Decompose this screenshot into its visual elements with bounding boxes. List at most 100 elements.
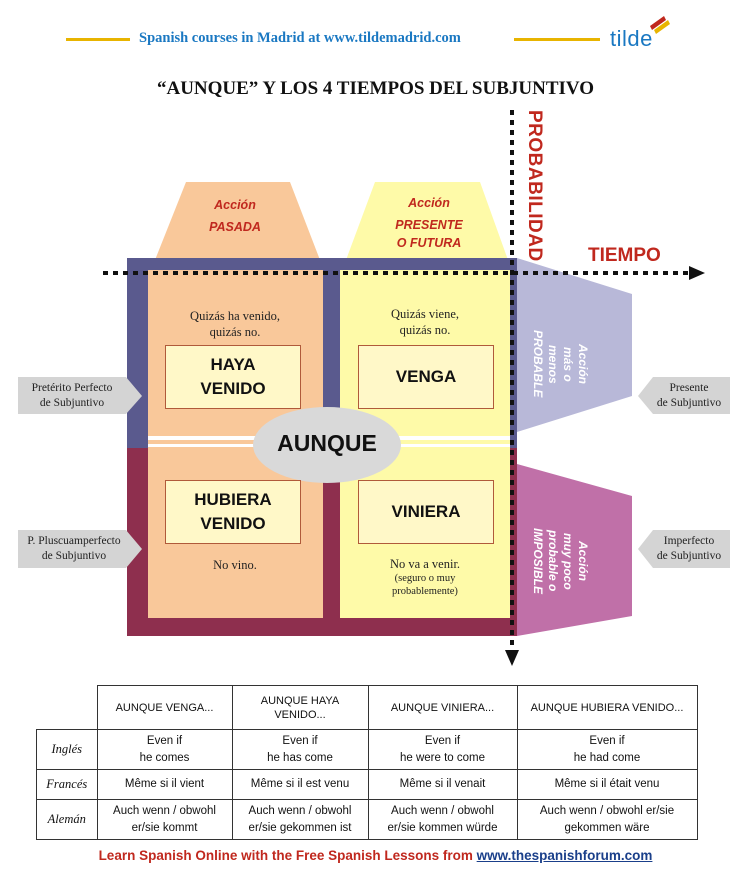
table-cell: Auch wenn / obwohl er/sie kommt	[96, 799, 233, 840]
probable-line4: PROBABLE	[531, 330, 545, 398]
header-line-left	[66, 38, 130, 41]
cell-text: il venait	[446, 778, 486, 790]
improbable-line2: muy poco	[561, 532, 575, 590]
hubiera-venido-box: HUBIERA VENIDO	[165, 480, 301, 544]
header-venga: AUNQUE VENGA...	[115, 701, 214, 714]
pluscuamperfecto-line1: P. Pluscuamperfecto	[27, 535, 121, 547]
preterito-perfecto-line2: de Subjuntivo	[39, 397, 105, 409]
table-cell: Même si il est venu	[231, 769, 369, 800]
table-header-cell: AUNQUE HUBIERA VENIDO...	[516, 685, 698, 730]
label-preterito-perfecto: Pretérito Perfecto de Subjuntivo	[18, 381, 126, 411]
arrow-preterito-perfecto	[18, 377, 142, 414]
arrow-presente	[638, 377, 730, 414]
cell-text: Even if	[589, 734, 625, 747]
table-cell: Même si il vient	[96, 769, 233, 800]
hubiera-venido-line1: HUBIERA	[194, 490, 272, 509]
cell-text: Même si	[124, 778, 172, 790]
viniera-note-main: No va a venir.	[389, 557, 461, 571]
action-pasada: Acción PASADA	[175, 196, 295, 236]
cell-text: Even if	[424, 734, 461, 747]
tilde-logo: tilde	[610, 14, 674, 52]
pluscuamperfecto-line2: de Subjuntivo	[41, 550, 107, 562]
action-presente-line1: PRESENTE	[395, 218, 463, 232]
probable-line3: menos	[546, 344, 560, 384]
cell-text: Auch wenn / obwohl	[248, 804, 352, 817]
table-header-cell: AUNQUE VINIERA...	[367, 685, 518, 730]
header-haya-line1: AUNQUE HAYA	[260, 694, 340, 707]
imperfecto-line2: de Subjuntivo	[656, 550, 722, 562]
cell-text: Même si	[554, 778, 602, 790]
tiempo-label: TIEMPO	[588, 245, 661, 266]
aunque-label: AUNQUE	[277, 430, 377, 456]
viniera-note-small2: probablemente)	[392, 586, 458, 597]
table-header-cell: AUNQUE VENGA...	[96, 685, 233, 730]
cell-text: Even if	[282, 734, 318, 747]
probable-line1: Acción	[576, 343, 590, 384]
table-corner	[37, 686, 98, 730]
action-presente: Acción PRESENTE O FUTURA	[369, 194, 489, 252]
haya-venido-line2: VENIDO	[200, 379, 266, 398]
action-presente-line2: O FUTURA	[396, 236, 462, 250]
improbable-shape	[517, 464, 632, 636]
table-cell: Even if he had come	[516, 729, 698, 770]
header-haya-line2: VENIDO...	[274, 708, 326, 721]
arrow-pluscuamperfecto	[18, 530, 142, 568]
tilde-logo-mark-icon	[650, 16, 670, 34]
cell-text: Même si	[399, 778, 447, 790]
improbable-line3: probable o	[546, 530, 560, 592]
action-presente-shape	[346, 182, 508, 260]
cell-text: il vient	[171, 778, 205, 790]
cell-text: er/sie kommt	[131, 821, 198, 834]
header-hubiera: AUNQUE HUBIERA VENIDO...	[530, 701, 684, 714]
action-pasada-accion: Acción	[214, 198, 256, 212]
table-cell: Même si il venait	[367, 769, 518, 800]
hubiera-venido-line2: VENIDO	[200, 514, 266, 533]
header-line-right	[514, 38, 600, 41]
improbable-line4: IMPOSIBLE	[531, 527, 545, 594]
action-presente-accion: Acción	[408, 196, 450, 210]
row-lang-frances: Francés	[36, 769, 98, 800]
table-cell: Même si il était venu	[516, 769, 698, 800]
haya-venido-note-line2: quizás no.	[209, 325, 261, 339]
cell-text: he had come	[573, 751, 641, 764]
table-row: Francés Même si il vient Même si il est …	[36, 769, 698, 800]
probable-line2: más o	[561, 346, 575, 382]
label-imperfecto: Imperfecto de Subjuntivo	[648, 534, 730, 564]
cell-text: Auch wenn / obwohl	[391, 804, 494, 817]
venga-note: Quizás viene, quizás no.	[345, 306, 505, 338]
footer-link[interactable]: www.thespanishforum.com	[476, 848, 653, 863]
action-pasada-shape	[155, 182, 320, 260]
improbable-line1: Acción	[576, 540, 590, 581]
presente-line1: Presente	[669, 382, 709, 394]
arrow-imperfecto	[638, 530, 730, 568]
cell-text: he were to come	[399, 751, 485, 764]
cell-text: er/sie gekommen ist	[248, 821, 352, 834]
table-cell: Auch wenn / obwohl er/sie gekommen ist	[231, 799, 369, 840]
footer: Learn Spanish Online with the Free Spani…	[0, 848, 751, 863]
action-pasada-label: PASADA	[209, 220, 261, 234]
aunque-ellipse	[253, 407, 401, 483]
viniera-note: No va a venir. (seguro o muy probablemen…	[345, 556, 505, 598]
venga-note-line1: Quizás viene,	[390, 307, 460, 321]
venga-note-line2: quizás no.	[399, 323, 451, 337]
cell-text: Auch wenn / obwohl	[113, 804, 216, 817]
improbable-text: Acción muy poco probable o IMPOSIBLE	[530, 506, 590, 616]
viniera-note-small1: (seguro o muy	[394, 573, 456, 584]
cell-text: Even if	[146, 734, 183, 747]
footer-text: Learn Spanish Online with the Free Spani…	[98, 848, 477, 863]
tiempo-arrowhead	[689, 266, 705, 280]
cell-text: il est venu	[297, 778, 350, 790]
row-lang-ingles: Inglés	[36, 729, 98, 770]
cell-text: Même si	[250, 778, 298, 790]
probable-text: Acción más o menos PROBABLE	[530, 304, 590, 424]
haya-venido-line1: HAYA	[210, 355, 256, 374]
viniera-box: VINIERA	[358, 480, 494, 544]
